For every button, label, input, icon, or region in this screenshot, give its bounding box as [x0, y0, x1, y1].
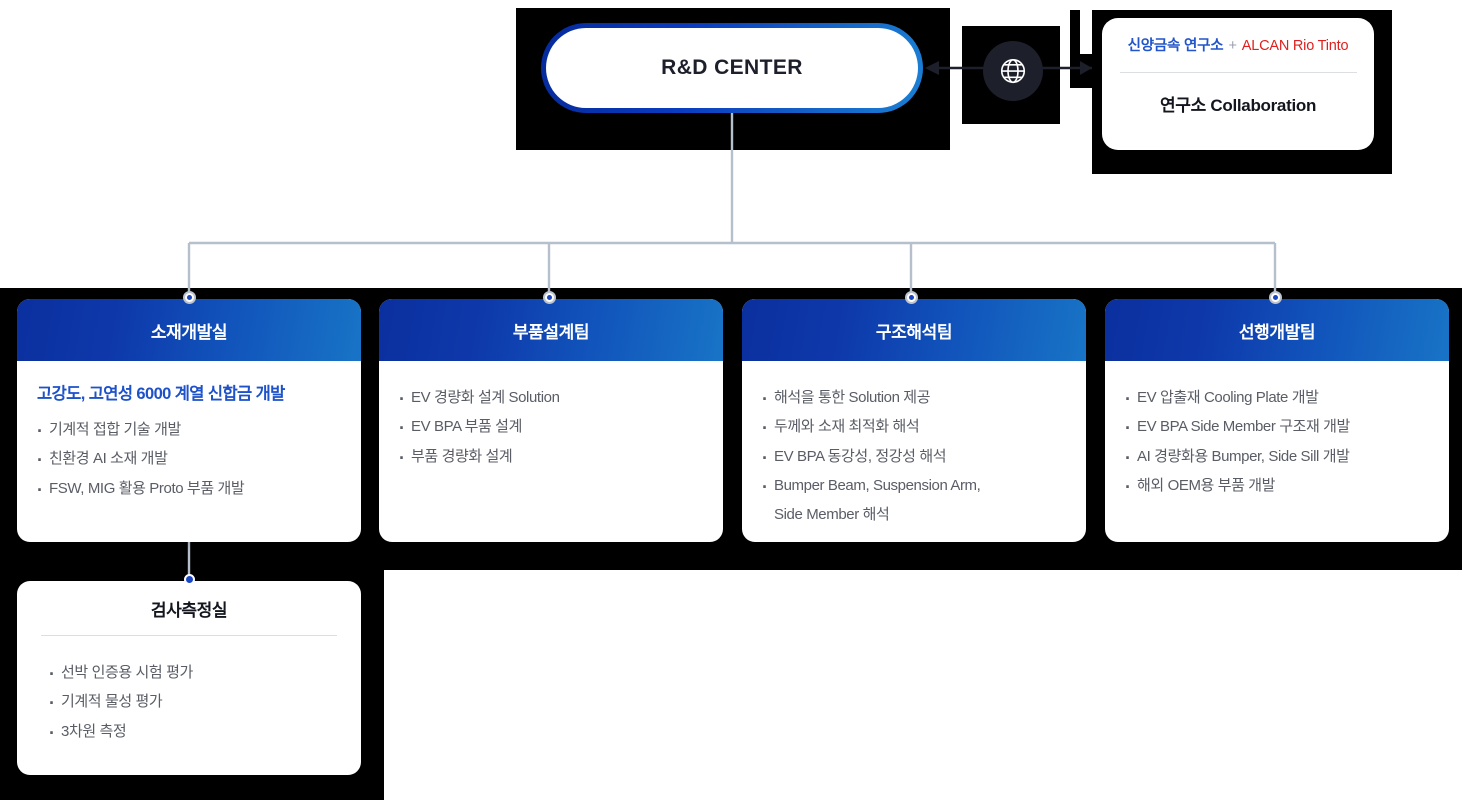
list-item: 기계적 물성 평가: [49, 686, 337, 721]
department-title-3: 선행개발팀: [1238, 322, 1316, 342]
list-item: EV BPA 부품 설계: [399, 411, 703, 446]
department-card-0[interactable]: 소재개발실 고강도, 고연성 6000 계열 신합금 개발 기계적 접합 기술 …: [17, 299, 361, 542]
sub-department-body: 선박 인증용 시험 평가 기계적 물성 평가 3차원 측정: [17, 636, 361, 751]
list-item: 친환경 AI 소재 개발: [37, 443, 341, 478]
globe-icon: [983, 41, 1043, 101]
list-item: EV BPA Side Member 구조재 개발: [1125, 411, 1429, 446]
department-body-0: 고강도, 고연성 6000 계열 신합금 개발 기계적 접합 기술 개발 친환경…: [17, 361, 361, 508]
department-bullets-3: EV 압출재 Cooling Plate 개발 EV BPA Side Memb…: [1125, 382, 1429, 505]
department-card-2[interactable]: 구조해석팀 해석을 통한 Solution 제공 두께와 소재 최적화 해석 E…: [742, 299, 1086, 542]
list-item: EV BPA 동강성, 정강성 해석: [762, 440, 1066, 475]
collaboration-divider: [1119, 72, 1357, 73]
connector-node-3: [1269, 291, 1282, 304]
list-item: 선박 인증용 시험 평가: [49, 657, 337, 692]
department-header-2: 구조해석팀: [742, 299, 1086, 361]
list-item: Bumper Beam, Suspension Arm, Side Member…: [762, 470, 1066, 530]
list-item: AI 경량화용 Bumper, Side Sill 개발: [1125, 440, 1429, 475]
list-item: 3차원 측정: [49, 715, 337, 750]
sub-department-header: 검사측정실: [17, 581, 361, 635]
department-body-2: 해석을 통한 Solution 제공 두께와 소재 최적화 해석 EV BPA …: [742, 361, 1086, 529]
department-header-1: 부품설계팀: [379, 299, 723, 361]
list-item: EV 경량화 설계 Solution: [399, 382, 703, 417]
connector-node-0: [183, 291, 196, 304]
list-item: 부품 경량화 설계: [399, 440, 703, 475]
department-body-1: EV 경량화 설계 Solution EV BPA 부품 설계 부품 경량화 설…: [379, 361, 723, 476]
backdrop-band-tick-b: [1070, 54, 1096, 88]
collaboration-title: 연구소 Collaboration: [1159, 96, 1317, 115]
collaboration-card[interactable]: 신양금속 연구소+ALCAN Rio Tinto 연구소 Collaborati…: [1102, 18, 1374, 150]
sub-department-divider: [41, 635, 337, 636]
partner-separator: +: [1228, 38, 1237, 54]
connector-node-1: [543, 291, 556, 304]
list-item: 두께와 소재 최적화 해석: [762, 411, 1066, 446]
department-bullets-0: 기계적 접합 기술 개발 친환경 AI 소재 개발 FSW, MIG 활용 Pr…: [37, 414, 341, 508]
sub-department-bullets: 선박 인증용 시험 평가 기계적 물성 평가 3차원 측정: [49, 657, 337, 751]
collaboration-partners: 신양금속 연구소+ALCAN Rio Tinto: [1128, 34, 1349, 55]
department-title-2: 구조해석팀: [875, 322, 953, 342]
rd-center-inner: R&D CENTER: [546, 28, 918, 108]
backdrop-band-tick-a: [1070, 10, 1080, 88]
rd-center-node[interactable]: R&D CENTER: [541, 23, 923, 113]
department-card-3[interactable]: 선행개발팀 EV 압출재 Cooling Plate 개발 EV BPA Sid…: [1105, 299, 1449, 542]
list-item: FSW, MIG 활용 Proto 부품 개발: [37, 472, 341, 507]
department-header-3: 선행개발팀: [1105, 299, 1449, 361]
connector-node-sub: [184, 574, 195, 585]
department-bullets-1: EV 경량화 설계 Solution EV BPA 부품 설계 부품 경량화 설…: [399, 382, 703, 476]
department-title-0: 소재개발실: [150, 322, 228, 342]
department-bullets-2: 해석을 통한 Solution 제공 두께와 소재 최적화 해석 EV BPA …: [762, 382, 1066, 530]
department-header-0: 소재개발실: [17, 299, 361, 361]
department-title-1: 부품설계팀: [512, 322, 590, 342]
rd-center-label: R&D CENTER: [661, 56, 803, 79]
list-item: 기계적 접합 기술 개발: [37, 414, 341, 449]
partner-right-label: ALCAN Rio Tinto: [1241, 38, 1349, 54]
list-item: 해석을 통한 Solution 제공: [762, 382, 1066, 417]
department-headline-0: 고강도, 고연성 6000 계열 신합금 개발: [37, 385, 285, 403]
partner-left-label: 신양금속 연구소: [1127, 38, 1224, 54]
connector-node-2: [905, 291, 918, 304]
list-item: EV 압출재 Cooling Plate 개발: [1125, 382, 1429, 417]
department-body-3: EV 압출재 Cooling Plate 개발 EV BPA Side Memb…: [1105, 361, 1449, 505]
department-card-1[interactable]: 부품설계팀 EV 경량화 설계 Solution EV BPA 부품 설계 부품…: [379, 299, 723, 542]
sub-department-title: 검사측정실: [150, 600, 228, 620]
list-item: 해외 OEM용 부품 개발: [1125, 470, 1429, 505]
sub-department-card[interactable]: 검사측정실 선박 인증용 시험 평가 기계적 물성 평가 3차원 측정: [17, 581, 361, 775]
